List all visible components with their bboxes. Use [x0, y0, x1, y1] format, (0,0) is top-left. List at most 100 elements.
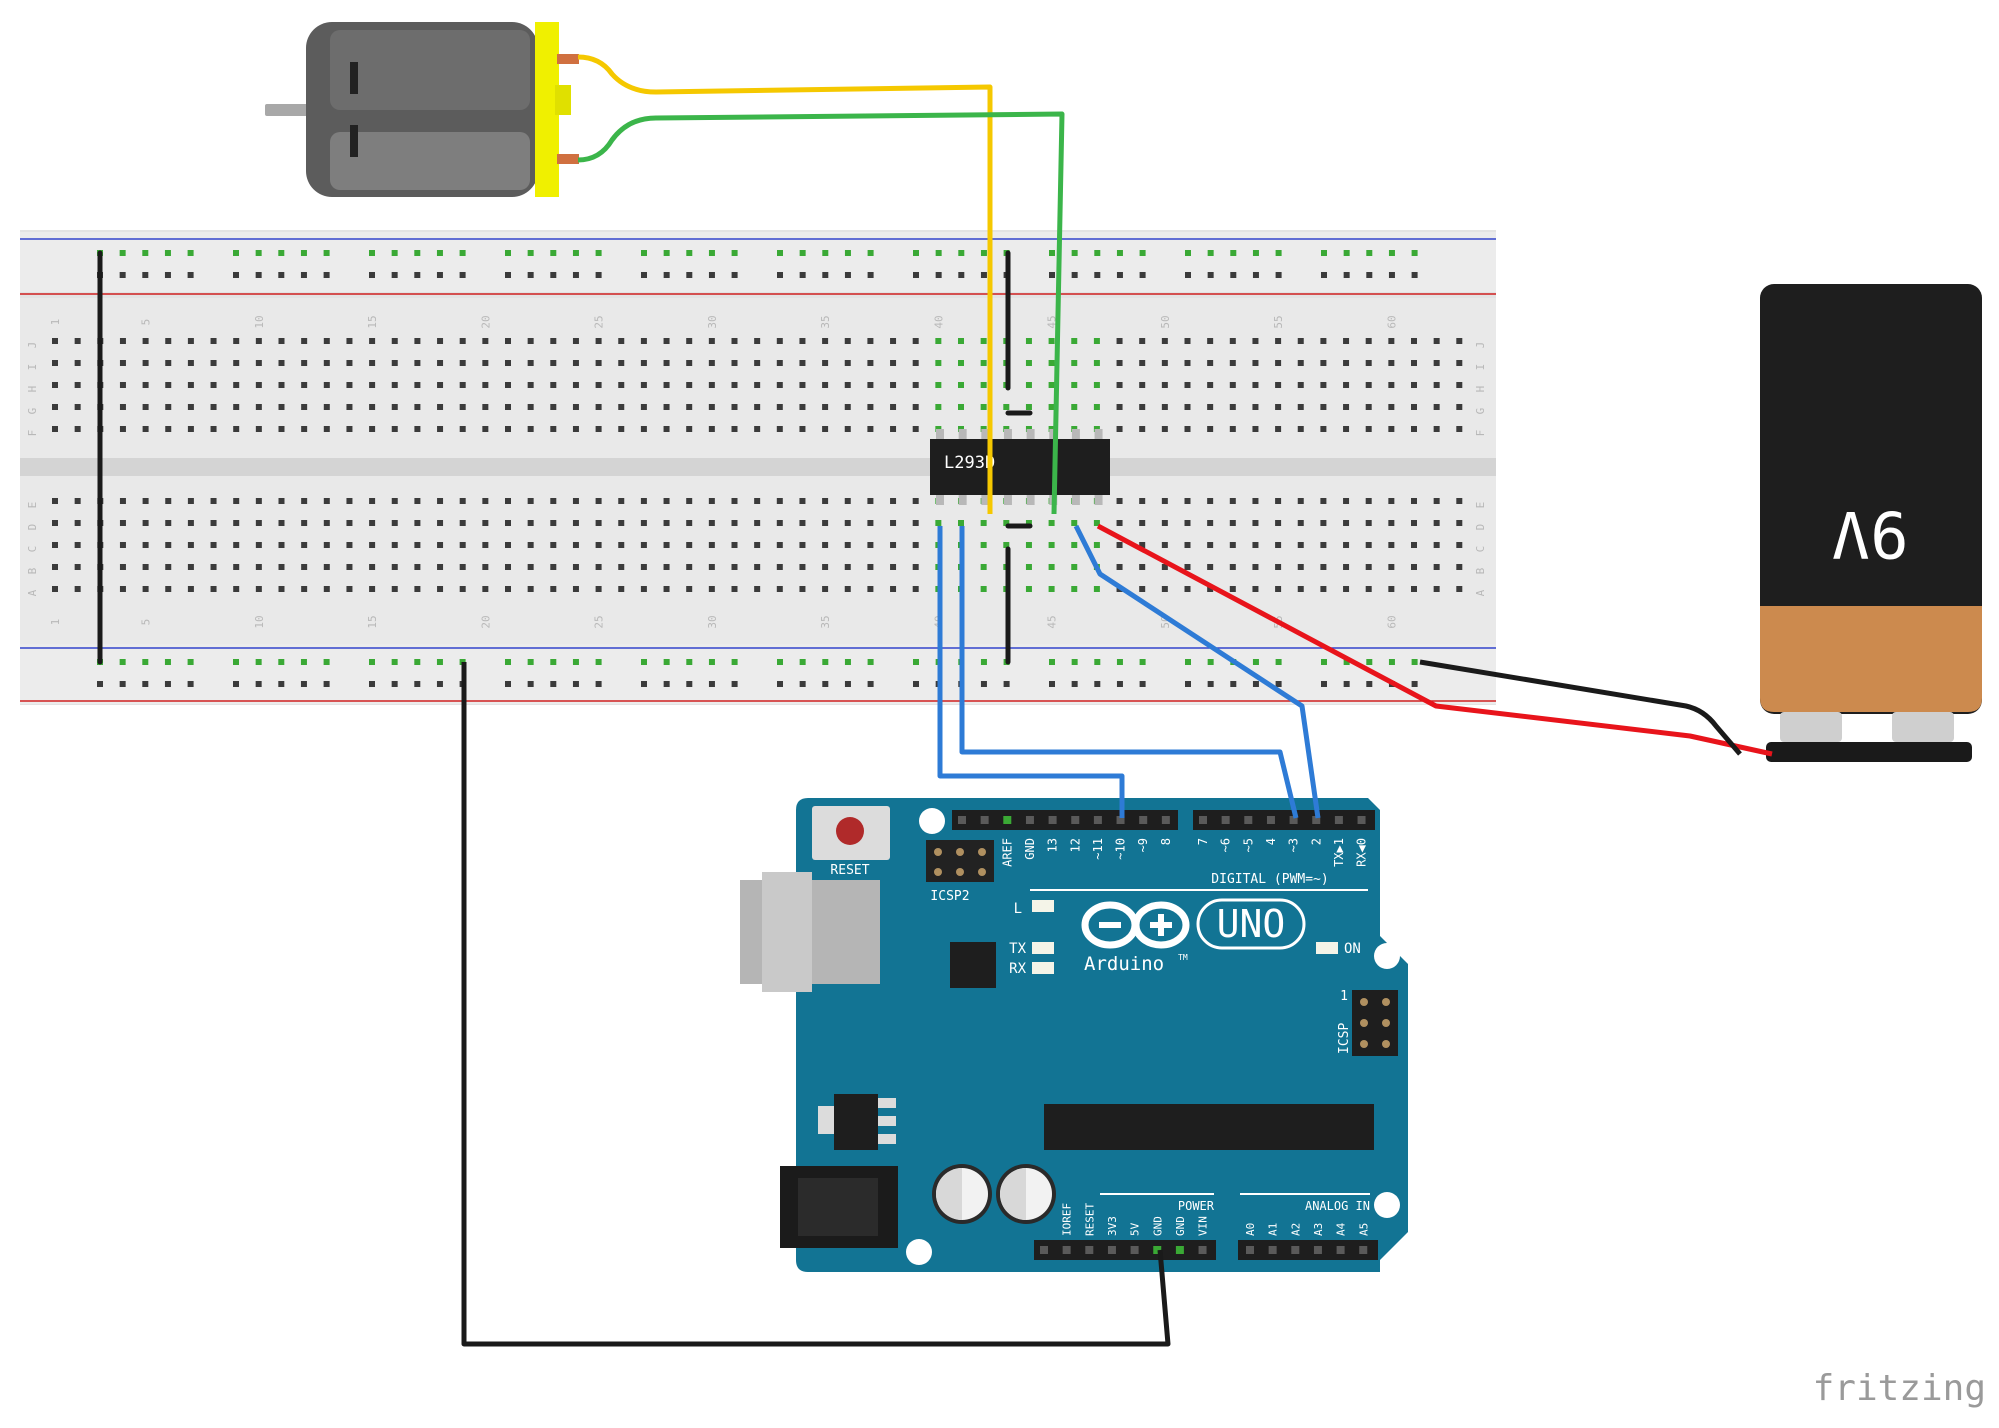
breadboard-hole[interactable]: [1252, 404, 1259, 410]
breadboard-hole[interactable]: [572, 360, 579, 366]
breadboard-hole[interactable]: [776, 338, 783, 344]
rail-hole[interactable]: [527, 681, 534, 687]
digital-header-pin[interactable]: [1199, 816, 1207, 824]
rail-hole[interactable]: [822, 681, 829, 687]
digital-header-pin[interactable]: [1139, 816, 1148, 824]
breadboard-hole[interactable]: [980, 542, 987, 548]
rail-hole[interactable]: [1185, 272, 1191, 278]
rail-hole[interactable]: [1321, 250, 1327, 256]
breadboard-hole[interactable]: [278, 498, 285, 504]
breadboard-hole[interactable]: [776, 404, 783, 410]
breadboard-hole[interactable]: [1116, 520, 1123, 526]
breadboard-hole[interactable]: [1433, 360, 1440, 366]
breadboard-hole[interactable]: [391, 564, 398, 570]
breadboard-hole[interactable]: [527, 520, 534, 526]
breadboard-hole[interactable]: [686, 338, 693, 344]
breadboard-hole[interactable]: [867, 586, 874, 592]
rail-hole[interactable]: [913, 272, 919, 278]
breadboard-hole[interactable]: [754, 542, 761, 548]
breadboard-hole[interactable]: [980, 382, 987, 388]
breadboard-hole[interactable]: [572, 542, 579, 548]
breadboard-hole[interactable]: [255, 586, 262, 592]
breadboard-hole[interactable]: [482, 382, 489, 388]
breadboard-hole[interactable]: [1411, 542, 1417, 548]
breadboard-hole[interactable]: [482, 564, 489, 570]
breadboard-hole[interactable]: [958, 520, 964, 526]
breadboard-hole[interactable]: [459, 404, 466, 410]
breadboard-hole[interactable]: [187, 382, 194, 388]
breadboard-hole[interactable]: [1411, 404, 1417, 410]
breadboard-hole[interactable]: [414, 498, 421, 504]
breadboard-hole[interactable]: [187, 426, 194, 432]
breadboard-hole[interactable]: [640, 360, 647, 366]
breadboard-hole[interactable]: [482, 360, 489, 366]
rail-hole[interactable]: [300, 272, 307, 278]
breadboard-hole[interactable]: [1275, 498, 1282, 504]
breadboard-hole[interactable]: [527, 404, 534, 410]
icsp-pin[interactable]: [1382, 1019, 1390, 1027]
breadboard-hole[interactable]: [1456, 586, 1463, 592]
rail-hole[interactable]: [572, 681, 579, 687]
breadboard-hole[interactable]: [278, 564, 285, 570]
breadboard-hole[interactable]: [1252, 360, 1259, 366]
breadboard-hole[interactable]: [1184, 338, 1191, 344]
breadboard-hole[interactable]: [459, 520, 466, 526]
breadboard-hole[interactable]: [1139, 382, 1146, 388]
breadboard-hole[interactable]: [346, 498, 353, 504]
breadboard-hole[interactable]: [731, 498, 738, 504]
breadboard-hole[interactable]: [1093, 382, 1100, 388]
power-header-pin[interactable]: [1040, 1246, 1048, 1254]
breadboard-hole[interactable]: [550, 586, 557, 592]
breadboard-hole[interactable]: [1252, 426, 1259, 432]
breadboard-hole[interactable]: [1207, 404, 1214, 410]
rail-hole[interactable]: [119, 659, 126, 665]
breadboard-hole[interactable]: [1161, 360, 1168, 366]
breadboard-hole[interactable]: [595, 542, 602, 548]
rail-hole[interactable]: [1049, 250, 1055, 256]
rail-hole[interactable]: [731, 659, 738, 665]
breadboard-hole[interactable]: [255, 338, 262, 344]
wire-green-motor[interactable]: [577, 111, 1065, 515]
rail-hole[interactable]: [799, 272, 806, 278]
breadboard-hole[interactable]: [640, 586, 647, 592]
breadboard-hole[interactable]: [142, 426, 149, 432]
breadboard-hole[interactable]: [1343, 338, 1350, 344]
rail-hole[interactable]: [1139, 681, 1146, 687]
breadboard-hole[interactable]: [708, 586, 715, 592]
breadboard-hole[interactable]: [437, 542, 444, 548]
rail-hole[interactable]: [233, 250, 239, 256]
rail-hole[interactable]: [119, 272, 126, 278]
rail-hole[interactable]: [1275, 272, 1282, 278]
breadboard-hole[interactable]: [437, 586, 444, 592]
rail-hole[interactable]: [958, 250, 965, 256]
breadboard-hole[interactable]: [640, 382, 647, 388]
rail-hole[interactable]: [980, 681, 987, 687]
breadboard-hole[interactable]: [346, 520, 353, 526]
breadboard-hole[interactable]: [912, 498, 919, 504]
breadboard-hole[interactable]: [142, 338, 149, 344]
breadboard-hole[interactable]: [323, 542, 330, 548]
breadboard-hole[interactable]: [640, 498, 647, 504]
breadboard-hole[interactable]: [731, 520, 738, 526]
breadboard-hole[interactable]: [550, 498, 557, 504]
breadboard-hole[interactable]: [708, 542, 715, 548]
breadboard-hole[interactable]: [278, 520, 285, 526]
rail-hole[interactable]: [1343, 272, 1350, 278]
breadboard-hole[interactable]: [119, 404, 126, 410]
rail-hole[interactable]: [1185, 681, 1191, 687]
breadboard-hole[interactable]: [1275, 360, 1282, 366]
rail-hole[interactable]: [844, 272, 851, 278]
breadboard-hole[interactable]: [1433, 498, 1440, 504]
breadboard-hole[interactable]: [1365, 520, 1372, 526]
breadboard-hole[interactable]: [1456, 520, 1463, 526]
rail-hole[interactable]: [1049, 272, 1055, 278]
breadboard-hole[interactable]: [369, 382, 376, 388]
breadboard-hole[interactable]: [74, 404, 81, 410]
rail-hole[interactable]: [980, 250, 987, 256]
breadboard-hole[interactable]: [1184, 520, 1191, 526]
breadboard-hole[interactable]: [663, 542, 670, 548]
breadboard-hole[interactable]: [391, 382, 398, 388]
rail-hole[interactable]: [1207, 250, 1214, 256]
digital-header-pin[interactable]: [958, 816, 966, 824]
breadboard-hole[interactable]: [1139, 404, 1146, 410]
